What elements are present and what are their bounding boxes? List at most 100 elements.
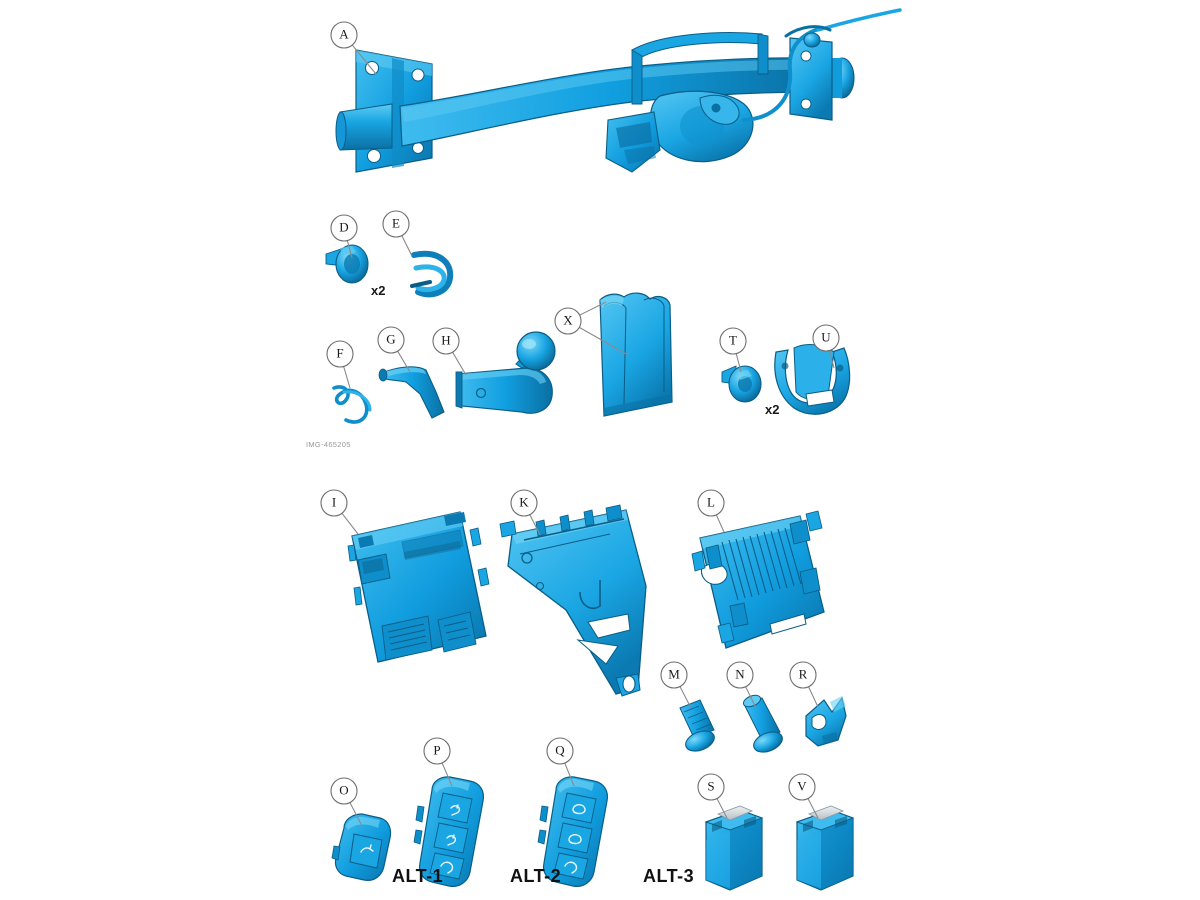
callout-label: E [392,215,400,230]
callout-bubble[interactable] [377,326,405,354]
leader-line [529,514,541,536]
part-U-cradle-bracket [774,344,851,415]
leader-line [808,686,819,708]
leader-line [341,512,359,535]
callout-layer: A D E F G H X T U I K L M N R O P Q S V [320,21,840,827]
callout-n-shoulder-pin-bolt[interactable]: N [726,661,757,709]
callout-x-protective-cover-bag[interactable]: X [554,301,629,356]
callout-i-control-module-ecu[interactable]: I [320,489,359,535]
callout-u-cradle-bracket[interactable]: U [812,324,840,369]
callout-bubble[interactable] [719,327,747,355]
part-F-r-clip-safety-pin [332,385,372,424]
callout-s-relay-fuse-block-s[interactable]: S [697,773,728,819]
leader-line [745,686,757,709]
callout-label: A [339,26,349,41]
callout-bubble[interactable] [382,210,410,238]
callout-bubble[interactable] [726,661,754,689]
callout-bubble[interactable] [432,327,460,355]
callout-label: X [563,312,573,327]
callout-p-three-button-switch-alt1[interactable]: P [423,737,453,787]
leader-line [401,235,413,257]
callout-label: L [707,494,715,509]
leader-line [579,326,629,356]
leader-line [716,798,728,819]
callout-label: S [707,778,714,793]
callout-label: G [386,331,395,346]
leader-line [715,514,725,533]
callout-bubble[interactable] [697,773,725,801]
part-H-tow-ball-neck [455,331,556,414]
leader-line [828,350,835,369]
callout-bubble[interactable] [330,21,358,49]
part-I-control-module-ecu [347,511,490,663]
callout-bubble[interactable] [788,773,816,801]
callout-l-module-cover-plate[interactable]: L [697,489,725,533]
callout-e-u-clip-retainer[interactable]: E [382,210,413,257]
callout-label: M [668,666,680,681]
image-reference-label: IMG-465205 [306,440,351,449]
part-S-relay-fuse-block-s [704,805,764,891]
callout-o-single-button-switch[interactable]: O [330,777,363,827]
callout-bubble[interactable] [812,324,840,352]
part-E-u-clip-retainer [410,250,454,298]
leader-line [735,353,742,373]
part-N-shoulder-pin-bolt [742,694,783,753]
callout-k-mounting-tray-bracket[interactable]: K [510,489,541,536]
alt-label-alt3: ALT-3 [643,866,694,886]
leader-line [343,366,351,389]
leader-line [351,44,377,75]
callout-bubble[interactable] [330,214,358,242]
part-R-wiring-retainer-clip [805,696,847,747]
callout-q-three-button-switch-alt2[interactable]: Q [546,737,575,787]
callout-label: H [441,332,450,347]
part-O-single-button-switch [331,813,392,881]
part-L-module-cover-plate [691,510,825,649]
alt-label-alt2: ALT-2 [510,866,561,886]
quantity-marker-qty-t: x2 [765,402,779,417]
callout-f-r-clip-safety-pin[interactable]: F [326,340,354,389]
callout-bubble[interactable] [546,737,574,765]
callout-label: T [729,332,737,347]
callout-bubble[interactable] [326,340,354,368]
leader-line [564,762,575,787]
callout-a-tow-bar-crossmember[interactable]: A [330,21,377,75]
callout-bubble[interactable] [330,777,358,805]
part-T-socket-head-bolt [721,365,762,403]
callout-t-socket-head-bolt[interactable]: T [719,327,747,373]
callout-label: V [797,778,807,793]
callout-r-wiring-retainer-clip[interactable]: R [789,661,819,708]
leader-line [441,762,453,787]
quantity-marker-qty-d: x2 [371,283,385,298]
callout-label: R [799,666,808,681]
callout-label: K [519,494,529,509]
callout-m-threaded-stud-bolt[interactable]: M [660,661,692,709]
part-X-protective-cover-bag [599,292,673,417]
callout-label: F [336,345,343,360]
leader-line [397,350,411,373]
part-D-plastic-rivet-fastener [325,244,369,284]
callout-v-relay-fuse-block-v[interactable]: V [788,773,819,819]
callout-bubble[interactable] [320,489,348,517]
part-G-locking-key-lever [378,366,445,419]
leader-line [579,301,607,316]
callout-bubble[interactable] [554,307,582,335]
callout-bubble[interactable] [510,489,538,517]
callout-bubble[interactable] [697,489,725,517]
callout-d-plastic-rivet-fastener[interactable]: D [330,214,358,259]
callout-g-locking-key-lever[interactable]: G [377,326,411,373]
callout-h-tow-ball-neck[interactable]: H [432,327,467,376]
callout-bubble[interactable] [789,661,817,689]
leader-line [349,802,363,827]
alt-label-alt1: ALT-1 [392,866,443,886]
part-V-relay-fuse-block-v [795,805,855,891]
callout-bubble[interactable] [660,661,688,689]
callout-bubble[interactable] [423,737,451,765]
leader-line [346,240,353,259]
quantity-marker-layer: x2 x2 [371,283,779,417]
part-A-tow-bar-crossmember [335,8,902,173]
leader-line [679,686,692,709]
part-M-threaded-stud-bolt [679,699,715,752]
callout-label: I [332,494,336,509]
